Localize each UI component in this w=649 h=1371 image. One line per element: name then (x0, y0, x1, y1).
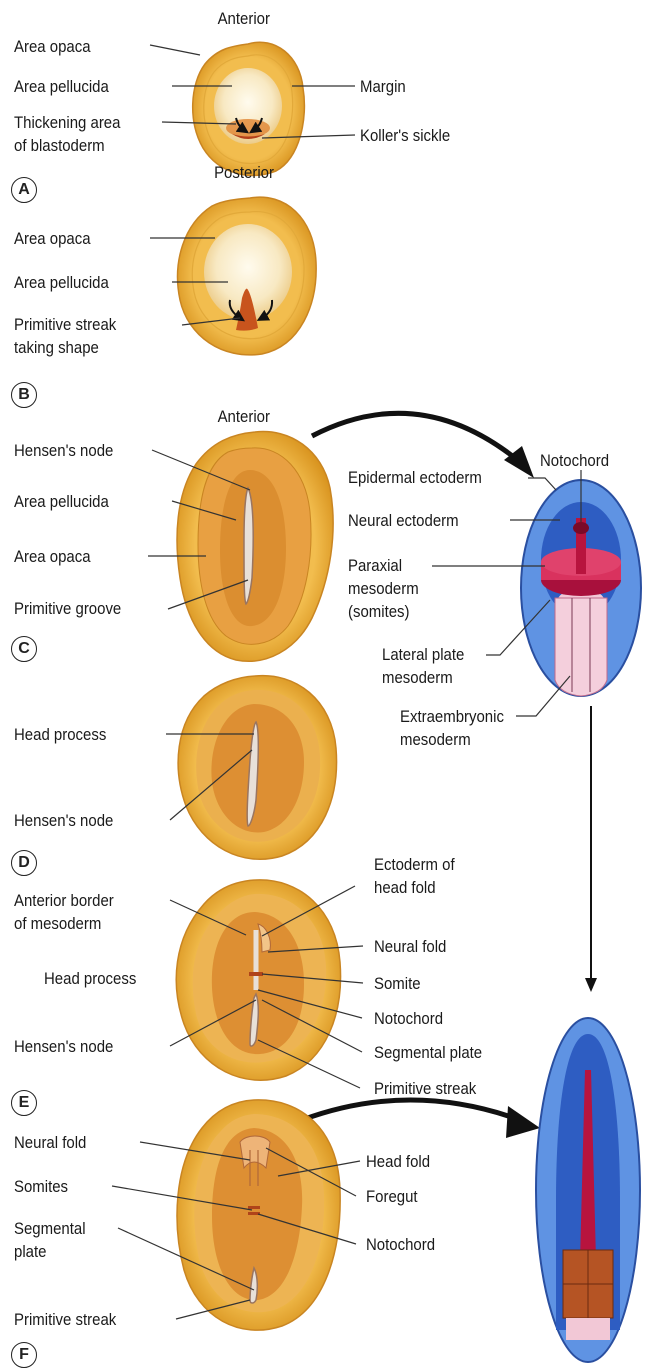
panel-d-blastoderm (166, 676, 337, 860)
map-epidermal-ectoderm-label: Epidermal ectoderm (348, 467, 482, 488)
fate-map-lower (536, 1018, 640, 1362)
panel-f-somites (248, 1206, 260, 1209)
map-paraxial-label-1: Paraxial (348, 555, 402, 576)
panel-a-margin-label: Margin (360, 76, 406, 97)
map-lateral-plate-label-2: mesoderm (382, 667, 453, 688)
panel-a-kollers-sickle-label: Koller's sickle (360, 125, 450, 146)
panel-a-thickening-label-2: of blastoderm (14, 135, 105, 156)
panel-e-hensens-node-label: Hensen's node (14, 1036, 113, 1057)
panel-e-anterior-border-label-1: Anterior border (14, 890, 114, 911)
panel-f-somites-label: Somites (14, 1176, 68, 1197)
arrow-f-to-map (302, 1100, 520, 1120)
panel-d-hensens-node-label: Hensen's node (14, 810, 113, 831)
panel-b-badge: B (11, 382, 37, 408)
panel-b-streak-label-1: Primitive streak (14, 314, 116, 335)
panel-f-badge: F (11, 1342, 37, 1368)
panel-c-badge: C (11, 636, 37, 662)
panel-c-area-pellucida-label: Area pellucida (14, 491, 109, 512)
panel-e-ectoderm-label-1: Ectoderm of (374, 854, 455, 875)
panel-c-hensens-node-label: Hensen's node (14, 440, 113, 461)
map2-extraembryonic (566, 1318, 610, 1340)
panel-a-thickening-label-1: Thickening area (14, 112, 120, 133)
panel-c-anterior-label: Anterior (218, 406, 270, 427)
panel-e-somite-label: Somite (374, 973, 421, 994)
panel-e-somite (249, 972, 263, 976)
panel-a-posterior-label: Posterior (214, 162, 274, 183)
map-extraembryonic-label-2: mesoderm (400, 729, 471, 750)
leader-a-opaca (150, 45, 200, 55)
map-neural-ectoderm-label: Neural ectoderm (348, 510, 459, 531)
map-lateral-plate (555, 598, 607, 696)
panel-f-head-fold-label: Head fold (366, 1151, 430, 1172)
panel-b-blastoderm (150, 197, 316, 355)
map-paraxial-label-3: (somites) (348, 601, 410, 622)
panel-e-anterior-border-label-2: of mesoderm (14, 913, 101, 934)
panel-d-badge: D (11, 850, 37, 876)
panel-e-head-process-label: Head process (44, 968, 136, 989)
panel-f-neural-fold-label: Neural fold (14, 1132, 86, 1153)
map-paraxial-label-2: mesoderm (348, 578, 419, 599)
panel-e-primitive-streak-label: Primitive streak (374, 1078, 476, 1099)
panel-f-notochord-label: Notochord (366, 1234, 435, 1255)
leader-map-epidermal (528, 478, 556, 490)
panel-a-anterior-label: Anterior (218, 8, 270, 29)
panel-f-primitive-streak-label: Primitive streak (14, 1309, 116, 1330)
arrow-c-to-map (312, 413, 520, 462)
arrow-map-down-head (585, 978, 597, 992)
panel-a-area-opaca-label: Area opaca (14, 36, 91, 57)
arrow-f-to-map-head (506, 1106, 540, 1138)
panel-c-area-opaca-label: Area opaca (14, 546, 91, 567)
panel-c-blastoderm (148, 432, 333, 662)
fate-map-upper (432, 470, 641, 716)
panel-a-blastoderm (150, 42, 355, 175)
panel-d-head-process-label: Head process (14, 724, 106, 745)
map-extraembryonic-label-1: Extraembryonic (400, 706, 504, 727)
panel-a-badge: A (11, 177, 37, 203)
panel-c-primitive-groove-label: Primitive groove (14, 598, 121, 619)
panel-f-segmental-label-2: plate (14, 1241, 46, 1262)
map-notochord-label: Notochord (540, 450, 609, 471)
panel-a-area-pellucida-label: Area pellucida (14, 76, 109, 97)
panel-f-foregut-label: Foregut (366, 1186, 418, 1207)
panel-e-badge: E (11, 1090, 37, 1116)
panel-e-notochord-label: Notochord (374, 1008, 443, 1029)
map-lateral-plate-label-1: Lateral plate (382, 644, 464, 665)
panel-e-ectoderm-label-2: head fold (374, 877, 436, 898)
panel-b-area-opaca-label: Area opaca (14, 228, 91, 249)
panel-e-blastoderm (170, 880, 363, 1088)
map-notochord-tip (573, 522, 589, 534)
panel-e-segmental-plate-label: Segmental plate (374, 1042, 482, 1063)
panel-e-neural-fold-label: Neural fold (374, 936, 446, 957)
panel-b-streak-label-2: taking shape (14, 337, 99, 358)
panel-f-blastoderm (112, 1100, 360, 1330)
panel-b-area-pellucida-label: Area pellucida (14, 272, 109, 293)
panel-f-segmental-label-1: Segmental (14, 1218, 86, 1239)
